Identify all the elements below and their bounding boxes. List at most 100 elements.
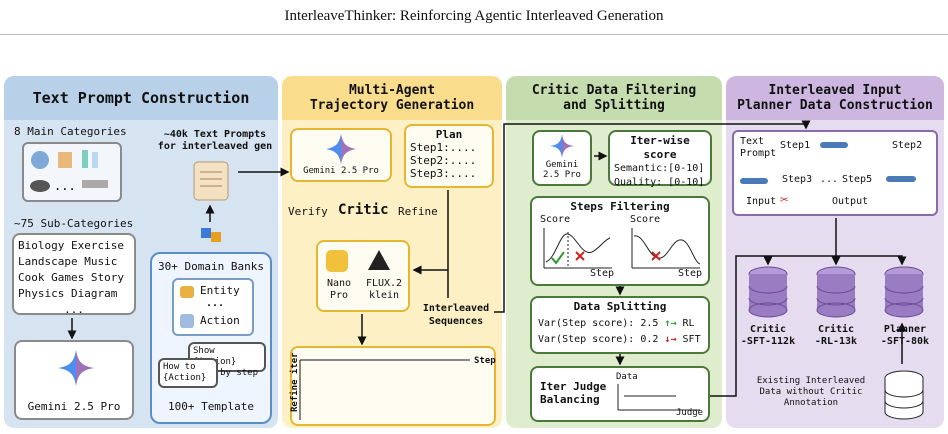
- gemini3-line2: 2.5 Pro: [543, 170, 581, 180]
- existing-line1: Existing Interleaved: [756, 376, 866, 386]
- step2-label: Step2: [892, 140, 923, 151]
- template-card-2: How to {Action}: [158, 358, 218, 388]
- step-label-2: Step: [678, 268, 703, 279]
- nano-line2: Pro: [329, 290, 349, 301]
- plan-step-2: Step2:....: [410, 154, 477, 167]
- iter-judge-line1: Iter Judge: [540, 380, 607, 393]
- subcategory-box: Biology Exercise Landscape Music Cook Ga…: [12, 233, 136, 316]
- icons-ellipsis: ...: [54, 179, 76, 193]
- dumbbell-icon: [82, 180, 108, 188]
- step3-label: Step3: [782, 174, 813, 185]
- quality-range: Quality: [0-10]: [614, 177, 705, 188]
- template-count: 100+ Template: [167, 400, 255, 413]
- panel3-title-line2: and Splitting: [563, 98, 665, 113]
- entity-label: Entity: [200, 284, 240, 297]
- db-planner-sft-icon: [884, 266, 924, 318]
- cat-icon: [180, 286, 194, 298]
- test-tube-icon-2: [92, 152, 98, 168]
- panel3-title-bar: Critic Data Filtering and Splitting: [506, 76, 722, 120]
- score-curve-1: [543, 228, 612, 269]
- panel4-title-line2: Planner Data Construction: [737, 98, 933, 113]
- cross-icon-2: [651, 251, 661, 261]
- input-label: Input: [746, 196, 777, 207]
- db2-line2: -RL-13k: [814, 336, 858, 347]
- gemini-box-panel2: Gemini 2.5 Pro: [290, 128, 392, 182]
- split-sft-row: Var(Step score): 0.2 ↓→ SFT: [538, 334, 701, 345]
- panel1-title-bar: Text Prompt Construction: [4, 76, 278, 120]
- dots-label: ...: [820, 174, 839, 185]
- axis-step-label: Step: [474, 356, 496, 366]
- flux-line1: FLUX.2: [365, 278, 403, 289]
- interleaved-line1: Interleaved: [422, 303, 490, 314]
- db1-line2: -SFT-112k: [740, 336, 796, 347]
- planner-example-box: Text Prompt Step1 Step2 Step3 ... Step5 …: [732, 130, 938, 216]
- semantic-range: Semantic:[0-10]: [614, 163, 705, 174]
- panel2-title-bar: Multi-Agent Trajectory Generation: [282, 76, 502, 120]
- iter-score-title: Iter-wise score: [630, 134, 690, 161]
- pose-icon-3: [886, 176, 916, 182]
- subcat-line-3: Cook Games Story: [18, 271, 124, 284]
- subcat-line-1: Biology Exercise: [18, 239, 124, 252]
- text-prompt-line2: Prompt: [740, 148, 777, 159]
- steps-filtering-box: Steps Filtering Score Score Step Step: [530, 196, 710, 286]
- split-sft-label: SFT: [682, 334, 701, 345]
- panel4-title-line1: Interleaved Input: [768, 83, 902, 98]
- existing-line2: Data without Critic: [759, 387, 863, 397]
- score-label-2: Score: [630, 214, 661, 225]
- data-splitting-box: Data Splitting Var(Step score): 2.5 ↑→ R…: [530, 296, 710, 354]
- sub-categories-label: ~75 Sub-Categories: [14, 217, 134, 230]
- steps-filtering-title: Steps Filtering: [570, 200, 670, 213]
- gemini-icon-2: [326, 134, 356, 164]
- db-existing-icon: [884, 370, 924, 420]
- pose-icon-2: [740, 178, 768, 184]
- flux-icon: [368, 250, 390, 270]
- step5-label: Step5: [842, 174, 873, 185]
- refine-label: Refine: [398, 205, 438, 218]
- score-label-1: Score: [540, 214, 571, 225]
- cooking-icon: [58, 152, 72, 168]
- panel4-title-bar: Interleaved Input Planner Data Construct…: [726, 76, 944, 120]
- main-categories-label: 8 Main Categories: [14, 125, 127, 138]
- check-icon: [551, 251, 565, 265]
- balancing-chart: [617, 384, 700, 411]
- cross-icon: [575, 251, 585, 261]
- gemini-label-panel1: Gemini 2.5 Pro: [27, 400, 121, 413]
- axis-judge-label: Judge: [676, 408, 704, 418]
- panel2-title-line2: Trajectory Generation: [309, 98, 475, 113]
- pan-icon: [30, 180, 50, 192]
- test-tube-icon: [82, 150, 88, 168]
- nano-icon: [326, 250, 348, 272]
- split-rl-row: Var(Step score): 2.5 ↑→ RL: [538, 318, 695, 329]
- plan-step-1: Step1:....: [410, 141, 477, 154]
- subcat-line-5: ...: [64, 303, 84, 316]
- verify-label: Verify: [288, 205, 328, 218]
- text-prompt-line1: Text: [740, 136, 765, 147]
- action-icon: [180, 314, 194, 328]
- generators-box: Nano Pro FLUX.2 klein: [316, 240, 410, 312]
- iter-judge-line2: Balancing: [540, 393, 600, 406]
- nano-line1: Nano: [326, 278, 352, 289]
- db1-line1: Critic: [749, 324, 787, 335]
- gemini-box-panel3: Gemini 2.5 Pro: [532, 130, 592, 186]
- panel1-title: Text Prompt Construction: [32, 88, 250, 107]
- split-rl-label: RL: [682, 318, 695, 329]
- flux-line2: klein: [368, 290, 400, 301]
- text-prompts-subtitle: for interleaved gen: [157, 141, 273, 152]
- bank-ellipsis: ...: [206, 298, 225, 309]
- db-critic-rl-icon: [816, 266, 856, 318]
- gemini3-line1: Gemini: [545, 160, 579, 170]
- plan-step-3: Step3:....: [410, 167, 477, 180]
- text-prompts-count: ~40k Text Prompts: [163, 129, 267, 140]
- split-sft-text: Var(Step score): 0.2: [538, 334, 659, 345]
- gemini-icon-3: [550, 134, 574, 158]
- down-arrow-icon: ↓→: [664, 334, 677, 345]
- iter-score-box: Iter-wise score Semantic:[0-10] Quality:…: [608, 130, 712, 188]
- score-curve-2: [631, 228, 701, 269]
- up-arrow-icon: ↑→: [664, 318, 677, 329]
- data-splitting-title: Data Splitting: [573, 300, 667, 313]
- interleaved-line2: Sequences: [428, 316, 484, 327]
- puzzle-icon: [201, 228, 221, 242]
- step-label-1: Step: [590, 268, 615, 279]
- domain-banks-box: 30+ Domain Banks Entity ... Action Show …: [150, 252, 272, 424]
